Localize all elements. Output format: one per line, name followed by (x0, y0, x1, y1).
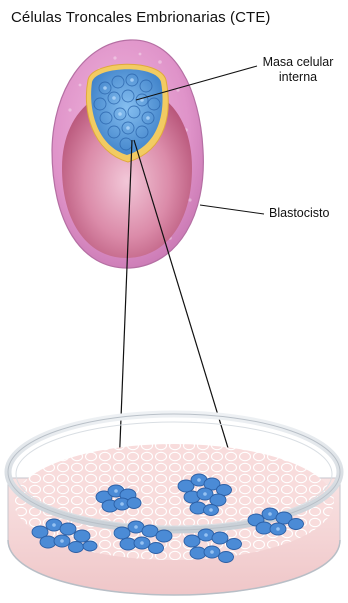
blastocisto-leader-line (200, 205, 264, 214)
blastocisto-label: Blastocisto (269, 206, 329, 221)
masa-celular-label: Masa celular interna (250, 55, 346, 85)
petri-dish-illustration (8, 414, 340, 595)
masa-celular-line1: Masa celular (250, 55, 346, 70)
blastocyst-illustration (52, 40, 203, 268)
masa-celular-line2: interna (250, 70, 346, 85)
